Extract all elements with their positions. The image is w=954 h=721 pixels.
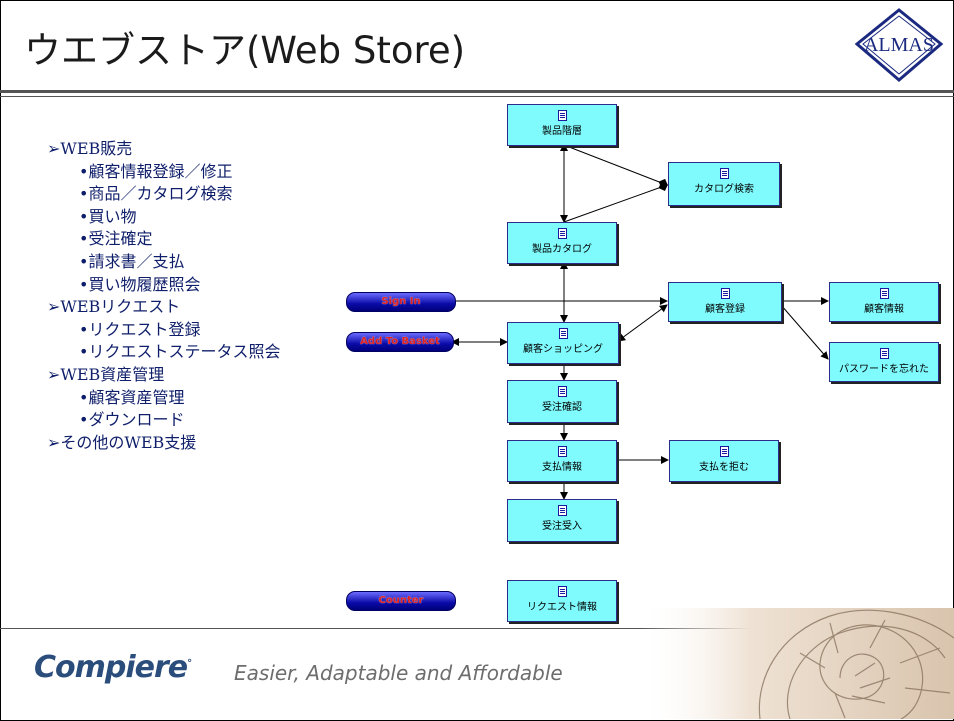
bullet-download: •ダウンロード: [79, 410, 185, 430]
bullet-invoice-payment: •請求書／支払: [79, 251, 185, 271]
bullet-web-request: ➢WEBリクエスト: [47, 297, 181, 317]
document-icon: [720, 288, 730, 299]
node-order-accept: 受注受入: [507, 499, 617, 542]
document-icon: [719, 446, 729, 457]
bullet-customer-asset: •顧客資産管理: [79, 387, 185, 407]
entry-counter: Counter: [346, 591, 456, 611]
node-customer-registration: 顧客登録: [668, 282, 782, 322]
logo-text: ALMAS: [864, 34, 934, 56]
trademark-mark: °: [187, 658, 192, 669]
compiere-brand: Compiere°: [34, 650, 192, 685]
brand-text: Compiere: [34, 650, 188, 685]
node-payment-rejected: 支払を拒む: [669, 440, 779, 482]
bullet-other-web: ➢その他のWEB支援: [47, 432, 197, 452]
document-icon: [879, 288, 889, 299]
bullet-shopping-history: •買い物履歴照会: [79, 274, 201, 294]
bullet-request-status: •リクエストステータス照会: [79, 342, 281, 362]
bullet-list: ➢WEB販売 •顧客情報登録／修正 •商品／カタログ検索 •買い物 •受注確定 …: [47, 138, 377, 454]
document-icon: [557, 505, 567, 516]
node-customer-info: 顧客情報: [829, 282, 939, 322]
document-icon: [557, 110, 567, 121]
bullet-order-confirm: •受注確定: [79, 229, 153, 249]
bullet-catalog-search: •商品／カタログ検索: [79, 184, 233, 204]
document-icon: [558, 328, 568, 339]
document-icon: [719, 168, 729, 179]
title-rule: [0, 90, 954, 93]
slide-title: ウエブストア(Web Store): [24, 29, 466, 72]
node-customer-shopping: 顧客ショッピング: [507, 322, 619, 364]
entry-sign-in: Sign In: [346, 292, 456, 312]
bullet-web-sales: ➢WEB販売: [47, 139, 133, 158]
bullet-request-registration: •リクエスト登録: [79, 319, 201, 339]
node-product-hierarchy: 製品階層: [507, 104, 617, 146]
title-rule-thin: [0, 96, 954, 97]
entry-add-to-basket: Add To Basket: [346, 332, 454, 352]
footer-tagline: Easier, Adaptable and Affordable: [234, 661, 563, 685]
node-catalog-search: カタログ検索: [668, 162, 780, 206]
footer-rule: [0, 628, 954, 629]
node-order-confirm: 受注確認: [507, 380, 617, 423]
document-icon: [557, 228, 567, 239]
bullet-web-asset: ➢WEB資産管理: [47, 364, 165, 384]
document-icon: [879, 348, 889, 359]
node-product-catalog: 製品カタログ: [507, 222, 617, 264]
nautilus-shell-image: [640, 608, 954, 719]
bullet-shopping: •買い物: [79, 206, 137, 226]
node-request-info: リクエスト情報: [507, 580, 617, 622]
document-icon: [557, 386, 567, 397]
document-icon: [557, 586, 567, 597]
node-forgot-password: パスワードを忘れた: [829, 342, 939, 382]
document-icon: [557, 446, 567, 457]
almas-logo: ALMAS: [854, 8, 944, 82]
bullet-customer-registration: •顧客情報登録／修正: [79, 161, 233, 181]
node-payment-info: 支払情報: [507, 440, 617, 482]
